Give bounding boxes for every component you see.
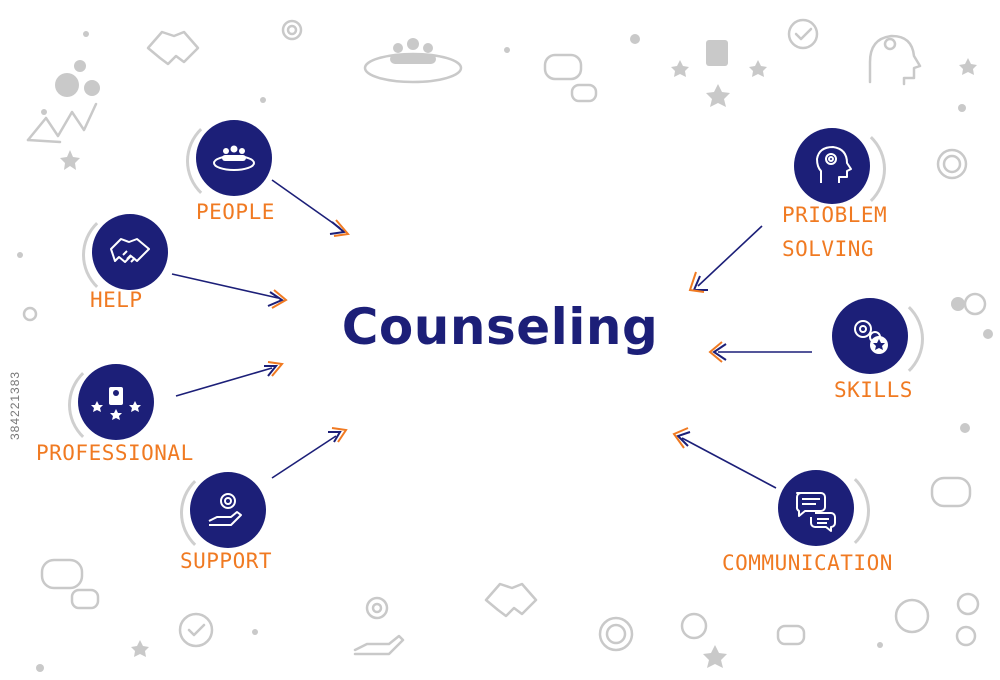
node-help <box>82 208 168 302</box>
gears-star-icon <box>854 320 888 354</box>
node-label-communication: COMMUNICATION <box>722 551 893 575</box>
node-people <box>186 114 272 208</box>
diagram-title: Counseling <box>341 298 659 356</box>
node-skills <box>832 292 924 386</box>
group-meeting-icon <box>213 145 255 171</box>
node-professional <box>68 358 154 452</box>
stock-image-id: 384221383 <box>8 370 22 440</box>
professional-stars-icon <box>91 387 141 420</box>
node-label-skills: SKILLS <box>834 378 913 402</box>
node-communication <box>778 464 870 558</box>
node-label-people: PEOPLE <box>196 200 275 224</box>
speech-bubbles-icon <box>795 492 836 532</box>
head-gear-icon <box>816 146 852 183</box>
node-label-help: HELP <box>90 288 143 312</box>
node-label-problem-solving-2: SOLVING <box>782 237 875 261</box>
node-label-support: SUPPORT <box>180 549 273 573</box>
node-label-problem-solving-1: PRIOBLEM <box>782 203 888 227</box>
node-support <box>180 466 266 560</box>
node-problem-solving <box>794 122 886 216</box>
gear-hand-icon <box>208 493 242 526</box>
handshake-icon <box>110 238 150 263</box>
node-label-professional: PROFESSIONAL <box>36 441 194 465</box>
